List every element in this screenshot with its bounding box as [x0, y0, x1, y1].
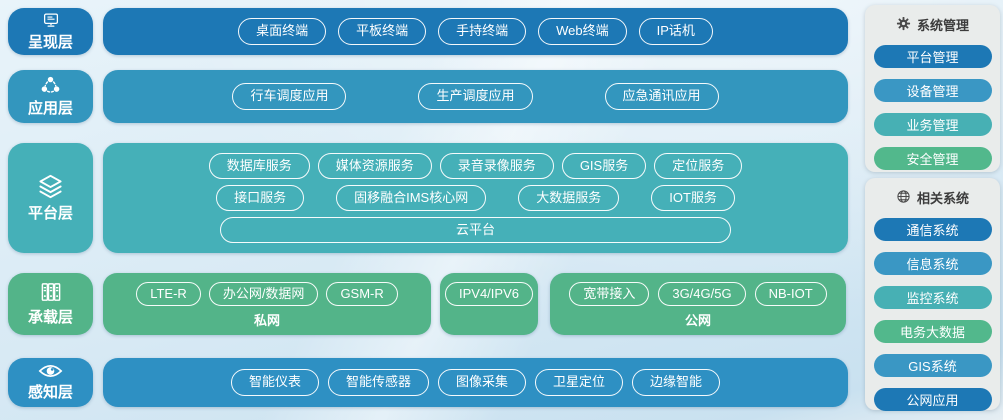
related-systems-items: 通信系统信息系统监控系统电务大数据 GIS系统公网应用	[865, 218, 1000, 411]
system-management-title: 系统管理	[916, 18, 969, 33]
pill-平板终端: 平板终端	[338, 18, 427, 45]
sidebar-item-信息系统: 信息系统	[873, 252, 992, 275]
eye-icon	[38, 363, 63, 379]
sidebar-item-业务管理: 业务管理	[873, 113, 992, 136]
related-systems-header: 相关系统	[865, 178, 1000, 207]
layers-icon	[37, 173, 64, 200]
layer-label: 承载层	[27, 309, 73, 326]
public-net-label: 公网	[684, 313, 711, 329]
pill-宽带接入: 宽带接入	[569, 282, 650, 307]
pill-大数据服务: 大数据服务	[518, 184, 620, 212]
pill-IP话机: IP话机	[638, 18, 713, 45]
pill-NB-IOT: NB-IOT	[754, 282, 827, 307]
sidebar-item-公网应用: 公网应用	[873, 388, 992, 411]
pill-IPV4/IPV6: IPV4/IPV6	[445, 282, 533, 307]
layer-label: 应用层	[27, 100, 73, 117]
pill-卫星定位: 卫星定位	[535, 369, 624, 396]
presentation-items: 桌面终端平板终端手持终端 Web终端 IP话机	[238, 18, 713, 45]
band-platform: 数据库服务媒体资源服务录音录像服务 GIS服务定位服务 接口服务 固移融合IMS核心…	[103, 143, 848, 253]
pill-Web终端: Web终端	[538, 18, 627, 45]
globe-icon	[896, 189, 911, 207]
pill-生产调度应用: 生产调度应用	[418, 83, 533, 110]
layer-label: 呈现层	[27, 33, 73, 51]
pill-定位服务: 定位服务	[654, 152, 743, 179]
pill-智能仪表: 智能仪表	[230, 369, 319, 396]
pill-3G/4G/5G: 3G/4G/5G	[658, 282, 746, 307]
platform-row-1: 数据库服务媒体资源服务录音录像服务 GIS服务定位服务	[208, 152, 743, 179]
related-systems-title: 相关系统	[916, 191, 969, 206]
system-management-header: 系统管理	[865, 5, 1000, 34]
sidebar-item-设备管理: 设备管理	[873, 79, 992, 102]
private-net-items: LTE-R 办公网/数据网 GSM-R	[136, 282, 398, 307]
sidebar-item-GIS系统: GIS系统	[873, 354, 992, 377]
panel-system-management: 系统管理 平台管理设备管理业务管理安全管理	[865, 5, 1000, 172]
pill-数据库服务: 数据库服务	[208, 152, 310, 179]
pill-手持终端: 手持终端	[438, 18, 527, 45]
bearer-group-public: 宽带接入 3G/4G/5G NB-IOT 公网	[550, 273, 846, 335]
pill-接口服务: 接口服务	[216, 184, 305, 212]
platform-rows: 数据库服务媒体资源服务录音录像服务 GIS服务定位服务 接口服务 固移融合IMS核心…	[208, 152, 743, 244]
layer-tab-platform: 平台层	[8, 143, 93, 253]
sidebar-item-电务大数据: 电务大数据	[873, 320, 992, 343]
server-rack-icon	[39, 281, 63, 304]
gear-icon	[896, 16, 911, 34]
application-items: 行车调度应用 生产调度应用 应急通讯应用	[232, 83, 719, 110]
private-net-label: 私网	[253, 313, 280, 329]
pill-智能传感器: 智能传感器	[327, 369, 429, 396]
sidebar-item-监控系统: 监控系统	[873, 286, 992, 309]
perception-items: 智能仪表智能传感器图像采集卫星定位边缘智能	[230, 369, 721, 396]
layer-tab-application: 应用层	[8, 70, 93, 123]
layer-label: 平台层	[27, 205, 73, 222]
pill-云平台: 云平台	[220, 217, 731, 244]
share-network-icon	[39, 75, 62, 95]
pill-应急通讯应用: 应急通讯应用	[604, 83, 719, 110]
pill-图像采集: 图像采集	[437, 369, 526, 396]
pill-LTE-R: LTE-R	[136, 282, 201, 307]
pill-录音录像服务: 录音录像服务	[439, 152, 554, 179]
monitor-icon	[41, 12, 61, 29]
pill-固移融合IMS核心网: 固移融合IMS核心网	[336, 184, 487, 212]
layer-tab-bearer: 承载层	[8, 273, 93, 335]
panel-related-systems: 相关系统 通信系统信息系统监控系统电务大数据 GIS系统公网应用	[865, 178, 1000, 411]
pill-行车调度应用: 行车调度应用	[232, 83, 347, 110]
pill-IOT服务: IOT服务	[651, 184, 735, 212]
layer-tab-perception: 感知层	[8, 358, 93, 407]
band-application: 行车调度应用 生产调度应用 应急通讯应用	[103, 70, 848, 123]
ip-items: IPV4/IPV6	[445, 282, 533, 307]
layer-tab-presentation: 呈现层	[8, 8, 93, 55]
layer-label: 感知层	[27, 384, 73, 401]
bearer-group-private: LTE-R 办公网/数据网 GSM-R 私网	[103, 273, 431, 335]
public-net-items: 宽带接入 3G/4G/5G NB-IOT	[569, 282, 827, 307]
system-management-items: 平台管理设备管理业务管理安全管理	[865, 45, 1000, 170]
bearer-group-ip: IPV4/IPV6	[440, 273, 538, 335]
band-presentation: 桌面终端平板终端手持终端 Web终端 IP话机	[103, 8, 848, 55]
pill-GSM-R: GSM-R	[326, 282, 398, 307]
sidebar-item-平台管理: 平台管理	[873, 45, 992, 68]
pill-办公网/数据网: 办公网/数据网	[208, 282, 319, 307]
platform-row-cloud: 云平台	[220, 217, 731, 244]
pill-媒体资源服务: 媒体资源服务	[317, 152, 432, 179]
platform-row-2: 接口服务 固移融合IMS核心网 大数据服务 IOT服务	[216, 184, 735, 212]
pill-边缘智能: 边缘智能	[632, 369, 721, 396]
pill-GIS服务: GIS服务	[561, 152, 647, 179]
sidebar-item-通信系统: 通信系统	[873, 218, 992, 241]
pill-桌面终端: 桌面终端	[238, 18, 327, 45]
sidebar-item-安全管理: 安全管理	[873, 147, 992, 170]
band-perception: 智能仪表智能传感器图像采集卫星定位边缘智能	[103, 358, 848, 407]
